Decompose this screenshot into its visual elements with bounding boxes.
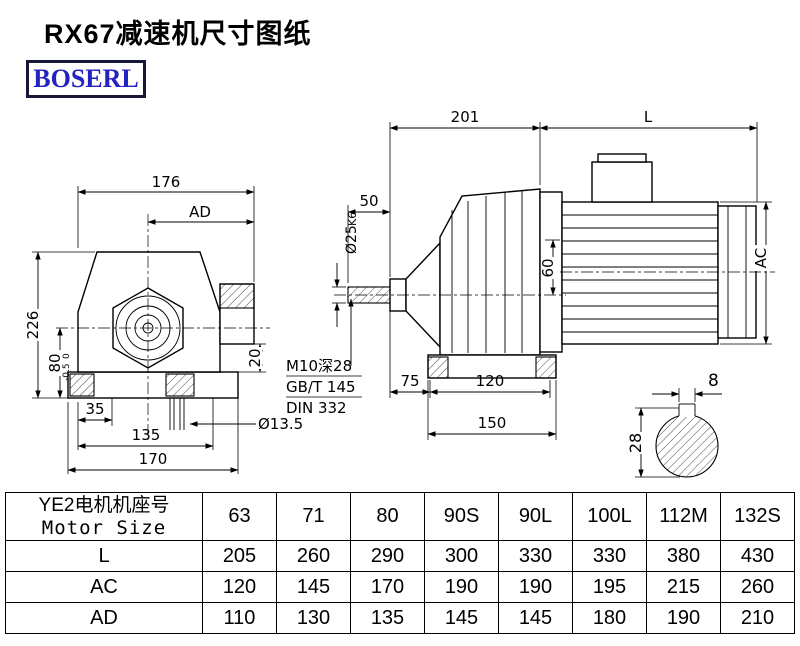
dim-value-cell: 210 xyxy=(720,602,795,634)
dim-value-cell: 205 xyxy=(202,540,277,572)
shaft-bore-section xyxy=(655,414,719,478)
dim-28: 28 xyxy=(626,433,645,453)
dim-key-width-8: 8 xyxy=(708,371,719,391)
terminal-box xyxy=(591,161,653,203)
dim-value-cell: 110 xyxy=(202,602,277,634)
dim-35: 35 xyxy=(85,400,104,418)
dim-value-cell: 330 xyxy=(498,540,573,572)
dim-value-cell: 120 xyxy=(202,571,277,603)
dim-value-cell: 330 xyxy=(572,540,647,572)
dim-shaft-fit: K6 xyxy=(346,212,359,226)
motor-body xyxy=(561,201,719,345)
gear-housing xyxy=(439,188,541,356)
dim-80-tol-lower: -0.5 xyxy=(62,363,72,381)
dim-120: 120 xyxy=(476,372,505,390)
page-title: RX67减速机尺寸图纸 xyxy=(44,19,312,49)
motor-dimension-table: YE2电机机座号 Motor Size 63 71 80 90S 90L 100… xyxy=(5,492,795,634)
size-col-header: 90L xyxy=(498,492,573,541)
motor-size-header-cn: YE2电机机座号 xyxy=(38,494,170,516)
table-row-AD: AD 110 130 135 145 145 180 190 210 xyxy=(5,602,795,634)
dim-176: 176 xyxy=(152,173,181,191)
dim-value-cell: 380 xyxy=(646,540,721,572)
dim-80-tol-upper: 0 xyxy=(62,353,72,359)
dim-value-cell: 195 xyxy=(572,571,647,603)
dim-value-cell: 180 xyxy=(572,602,647,634)
front-foot-section xyxy=(165,373,195,397)
note-thread: M10深28 xyxy=(286,357,352,375)
motor-fins xyxy=(562,214,718,333)
dim-value-cell: 170 xyxy=(350,571,425,603)
table-row-L: L 205 260 290 300 330 330 380 430 xyxy=(5,540,795,572)
technical-drawing: 176 AD 226 80 0 -0.5 20 35 xyxy=(24,108,775,478)
dim-135: 135 xyxy=(132,426,161,444)
brand-logo-text: BOSERL xyxy=(33,64,139,93)
dim-value-cell: 260 xyxy=(276,540,351,572)
table-header-row: YE2电机机座号 Motor Size 63 71 80 90S 90L 100… xyxy=(5,492,795,541)
dim-AC: AC xyxy=(752,248,770,268)
dim-shaft-diameter: Ø25 xyxy=(344,225,360,254)
side-view: 50 201 L Ø25 K6 60 AC xyxy=(286,108,775,440)
side-foot-section xyxy=(535,356,557,379)
dim-226: 226 xyxy=(24,311,42,340)
dim-row-label: L xyxy=(5,540,203,572)
brand-logo-box: BOSERL xyxy=(26,60,146,98)
dim-75: 75 xyxy=(400,372,419,390)
table-row-AC: AC 120 145 170 190 190 195 215 260 xyxy=(5,571,795,603)
note-gb-standard: GB/T 145 xyxy=(286,378,356,396)
dim-value-cell: 145 xyxy=(424,602,499,634)
dim-hole-13-5: Ø13.5 xyxy=(258,415,303,433)
dim-201: 201 xyxy=(451,108,480,126)
size-col-header: 90S xyxy=(424,492,499,541)
dim-value-cell: 190 xyxy=(424,571,499,603)
dim-value-cell: 215 xyxy=(646,571,721,603)
dim-170: 170 xyxy=(139,450,168,468)
motor-size-header: YE2电机机座号 Motor Size xyxy=(5,492,203,541)
dim-50: 50 xyxy=(359,192,378,210)
dim-value-cell: 300 xyxy=(424,540,499,572)
dim-value-cell: 145 xyxy=(498,602,573,634)
front-foot-section xyxy=(69,373,95,397)
side-foot-section xyxy=(427,356,449,379)
dim-20: 20 xyxy=(246,348,264,367)
dim-value-cell: 290 xyxy=(350,540,425,572)
dim-value-cell: 135 xyxy=(350,602,425,634)
size-col-header: 100L xyxy=(572,492,647,541)
dim-value-cell: 190 xyxy=(646,602,721,634)
size-col-header: 132S xyxy=(720,492,795,541)
dim-value-cell: 145 xyxy=(276,571,351,603)
dim-row-label: AC xyxy=(5,571,203,603)
dim-value-cell: 260 xyxy=(720,571,795,603)
size-col-header: 80 xyxy=(350,492,425,541)
dim-L: L xyxy=(644,108,653,126)
dim-80: 80 xyxy=(46,353,64,372)
size-col-header: 112M xyxy=(646,492,721,541)
motor-size-header-en: Motor Size xyxy=(41,516,167,539)
size-col-header: 71 xyxy=(276,492,351,541)
dim-AD: AD xyxy=(189,203,211,221)
dim-150: 150 xyxy=(478,414,507,432)
note-din-standard: DIN 332 xyxy=(286,399,347,417)
front-view: 176 AD 226 80 0 -0.5 20 35 xyxy=(24,173,303,474)
shaft-key-section: 8 28 xyxy=(626,371,722,478)
dim-value-cell: 190 xyxy=(498,571,573,603)
dim-value-cell: 130 xyxy=(276,602,351,634)
dim-value-cell: 430 xyxy=(720,540,795,572)
dim-row-label: AD xyxy=(5,602,203,634)
size-col-header: 63 xyxy=(202,492,277,541)
dim-60: 60 xyxy=(539,258,557,277)
